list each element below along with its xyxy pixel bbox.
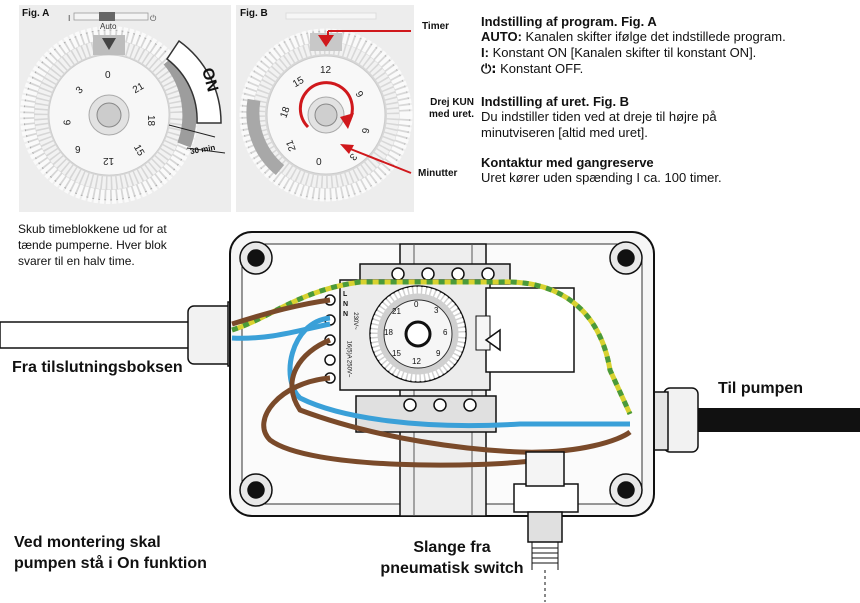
clock-line2: minutviseren [altid med uret]. <box>481 125 648 140</box>
reserve-text: Uret kører uden spænding I ca. 100 timer… <box>481 170 722 185</box>
description-block: Indstilling af program. Fig. A AUTO: Kan… <box>481 14 857 186</box>
fig-a-panel: Fig. A I ⏻ Auto 0 21 18 15 12 9 6 3 ON 3… <box>19 5 231 212</box>
left-cable-gland <box>187 305 235 365</box>
brown-wire-switched <box>261 375 541 468</box>
mode-on-icon: I <box>68 14 70 23</box>
program-off-text: Konstant OFF. <box>496 61 584 76</box>
dial-number: 12 <box>412 357 421 366</box>
hose-label: Slange fra pneumatisk switch <box>367 537 537 579</box>
terminal-label: L <box>343 291 348 298</box>
program-on-line: I: Konstant ON [Kanalen skifter til kons… <box>481 45 857 61</box>
hose-label-line2: pneumatisk switch <box>380 560 524 577</box>
adjust-callout: Drej KUN med uret. <box>418 97 474 121</box>
to-pump-label: Til pumpen <box>718 380 804 397</box>
blue-wire <box>231 321 331 341</box>
note-line3: svarer til en halv time. <box>18 254 135 268</box>
right-cable-gland <box>663 387 699 453</box>
corner-screw <box>239 241 643 507</box>
dial-number: 18 <box>384 328 393 337</box>
dial-number: 21 <box>392 307 401 316</box>
dial-number: 9 <box>436 349 441 358</box>
brown-wire-pump <box>289 337 632 455</box>
blue-wire-neutral <box>287 315 630 429</box>
program-off-key: ⏻: <box>481 62 497 77</box>
program-title: Indstilling af program. Fig. A <box>481 14 657 29</box>
program-auto-text: Kanalen skifter ifølge det indstillede p… <box>521 29 786 44</box>
outgoing-cable <box>690 408 860 432</box>
mode-off-icon: ⏻ <box>150 14 157 23</box>
note-line1: Skub timeblokkene ud for at <box>18 222 167 236</box>
dial-number: 9 <box>75 145 81 156</box>
timer-voltage: 230V~ <box>351 312 358 330</box>
pneumatic-switch-fitting <box>513 483 579 513</box>
dial-number: 12 <box>320 65 332 76</box>
dial-number: 15 <box>392 349 401 358</box>
from-box-label: Fra tilslutningsboksen <box>12 359 183 376</box>
reserve-title: Kontaktur med gangreserve <box>481 155 654 170</box>
auto-label: Auto <box>100 22 117 31</box>
brown-wire <box>231 297 331 327</box>
fig-a-dial-numbers: 0 21 18 15 12 9 6 3 <box>19 5 231 212</box>
timer-rating: 16(5)A 250V~ <box>345 340 352 378</box>
hose-label-line1: Slange fra <box>413 539 491 556</box>
terminal-label: N <box>343 301 349 308</box>
timeblock-note: Skub timeblokkene ud for at tænde pumper… <box>18 221 228 269</box>
note-line2: tænde pumperne. Hver blok <box>18 238 167 252</box>
dial-number: 0 <box>105 70 111 81</box>
mounting-note-line1: Ved montering skal <box>14 534 161 551</box>
mounting-note: Ved montering skal pumpen stå i On funkt… <box>14 532 207 574</box>
dial-number: 3 <box>434 306 439 315</box>
dial-number: 6 <box>443 328 448 337</box>
program-auto-key: AUTO: <box>481 29 522 44</box>
mode-switch-knob <box>99 12 115 21</box>
minutes-callout: Minutter <box>418 168 458 179</box>
program-off-line: ⏻: Konstant OFF. <box>481 61 857 78</box>
program-on-key: I: <box>481 45 489 60</box>
mounting-note-line2: pumpen stå i On funktion <box>14 555 207 572</box>
incoming-cable <box>0 321 201 349</box>
fig-b-dial-numbers: 12 15 18 21 0 3 6 9 <box>236 5 414 212</box>
timer-terminal-labels: L N N <box>343 290 348 320</box>
terminal-label: N <box>343 311 349 318</box>
fig-b-dial <box>239 12 413 202</box>
program-auto-line: AUTO: Kanalen skifter ifølge det indstil… <box>481 29 857 45</box>
clock-title: Indstilling af uret. Fig. B <box>481 94 630 109</box>
adjust-callout-line2: med uret. <box>428 109 474 120</box>
timer-callout: Timer <box>422 21 450 32</box>
fig-b-label: Fig. B <box>240 8 268 19</box>
program-on-text: Konstant ON [Kanalen skifter til konstan… <box>488 45 757 60</box>
fig-b-panel: Fig. B 12 15 18 21 0 3 6 9 <box>236 5 414 212</box>
dial-number: 0 <box>414 300 419 309</box>
clock-line1: Du indstiller tiden ved at dreje til høj… <box>481 109 717 124</box>
adjust-callout-line1: Drej KUN <box>430 97 474 108</box>
fig-a-dial: I ⏻ <box>20 12 226 204</box>
fig-a-label: Fig. A <box>22 8 50 19</box>
